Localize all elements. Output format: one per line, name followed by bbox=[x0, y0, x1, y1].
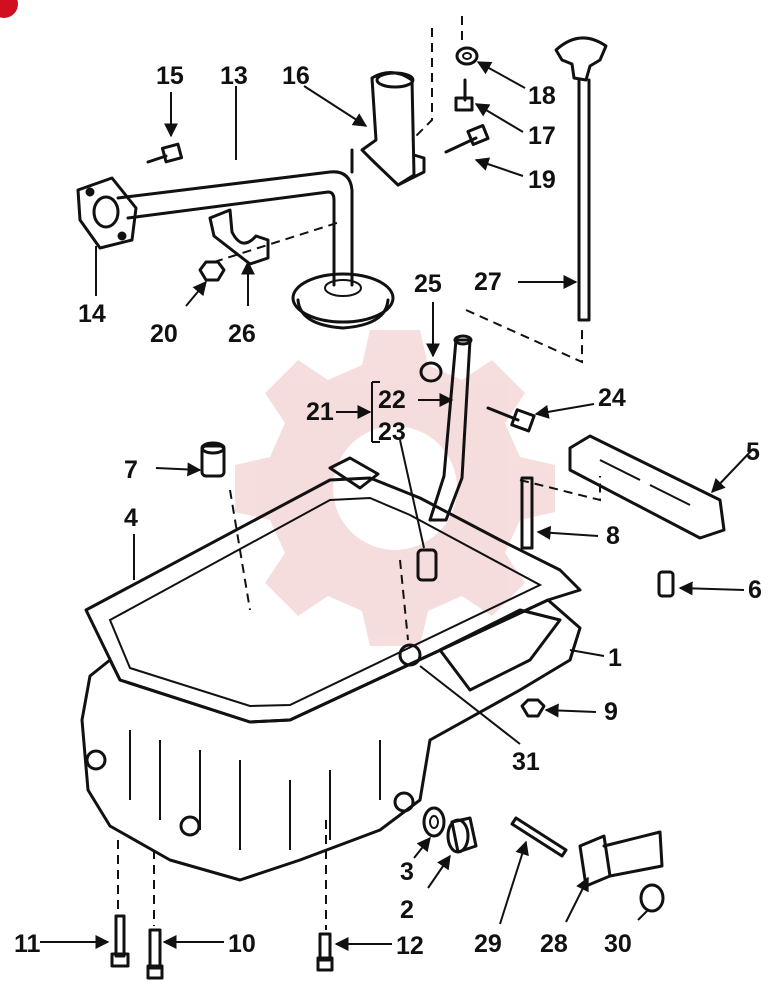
strainer-screen bbox=[291, 272, 395, 330]
callout-17: 17 bbox=[528, 122, 556, 150]
callout-16: 16 bbox=[282, 62, 310, 90]
callout-numbers: 1 2 3 4 5 6 7 8 9 10 11 12 13 14 15 16 1… bbox=[14, 62, 762, 960]
callout-18: 18 bbox=[528, 82, 556, 110]
stiffener-bracket bbox=[568, 434, 726, 540]
nut-18 bbox=[455, 46, 479, 66]
callout-10: 10 bbox=[228, 930, 256, 958]
callout-25: 25 bbox=[414, 270, 442, 298]
callout-6: 6 bbox=[748, 576, 762, 604]
fitting-7 bbox=[200, 441, 226, 478]
corner-mark bbox=[0, 0, 18, 18]
callout-5: 5 bbox=[746, 438, 760, 466]
callout-23: 23 bbox=[378, 418, 406, 446]
drain-plug bbox=[446, 816, 478, 854]
bolt-11 bbox=[110, 914, 130, 968]
nut-30 bbox=[639, 883, 665, 913]
stud-8 bbox=[520, 476, 534, 550]
bolt-10 bbox=[146, 928, 164, 980]
oil-pan bbox=[80, 598, 582, 882]
pipe-flange bbox=[76, 176, 138, 250]
bolt-6 bbox=[657, 570, 675, 598]
dipstick-guide-tube bbox=[428, 334, 473, 522]
bolt-19 bbox=[444, 124, 490, 154]
callout-13: 13 bbox=[220, 62, 248, 90]
bolt-17 bbox=[454, 78, 474, 112]
callout-15: 15 bbox=[156, 62, 184, 90]
callout-27: 27 bbox=[474, 268, 502, 296]
callout-1: 1 bbox=[608, 644, 622, 672]
callout-8: 8 bbox=[606, 522, 620, 550]
bolt-15 bbox=[146, 142, 184, 164]
pipe-clamp bbox=[208, 208, 270, 266]
drain-washer bbox=[422, 806, 446, 838]
callout-leaders bbox=[40, 61, 753, 951]
alignment-lines bbox=[117, 16, 601, 930]
strainer-pipe bbox=[116, 148, 354, 287]
stud-29 bbox=[510, 816, 568, 858]
nut-25 bbox=[419, 361, 443, 383]
bolt-24 bbox=[486, 406, 536, 433]
bolt-12 bbox=[316, 932, 334, 972]
callout-26: 26 bbox=[228, 320, 256, 348]
callout-20: 20 bbox=[150, 320, 178, 348]
callout-4: 4 bbox=[124, 504, 138, 532]
grommet-23 bbox=[416, 548, 438, 582]
dipstick bbox=[554, 36, 608, 322]
callout-31: 31 bbox=[512, 748, 540, 776]
pipe-bracket bbox=[360, 71, 426, 187]
callout-29: 29 bbox=[474, 930, 502, 958]
callout-28: 28 bbox=[540, 930, 568, 958]
callout-7: 7 bbox=[124, 456, 138, 484]
callout-24: 24 bbox=[598, 384, 626, 412]
callout-30: 30 bbox=[604, 930, 632, 958]
callout-11: 11 bbox=[14, 930, 41, 958]
callout-21: 21 bbox=[306, 398, 334, 426]
callout-14: 14 bbox=[78, 300, 106, 328]
callout-12: 12 bbox=[396, 932, 424, 960]
callout-3: 3 bbox=[400, 858, 414, 886]
callout-19: 19 bbox=[528, 166, 556, 194]
nut-20 bbox=[198, 260, 226, 282]
nut-9 bbox=[520, 698, 546, 718]
bracket-28 bbox=[578, 830, 664, 888]
callout-9: 9 bbox=[604, 698, 618, 726]
callout-22: 22 bbox=[378, 386, 406, 414]
callout-2: 2 bbox=[400, 896, 414, 924]
